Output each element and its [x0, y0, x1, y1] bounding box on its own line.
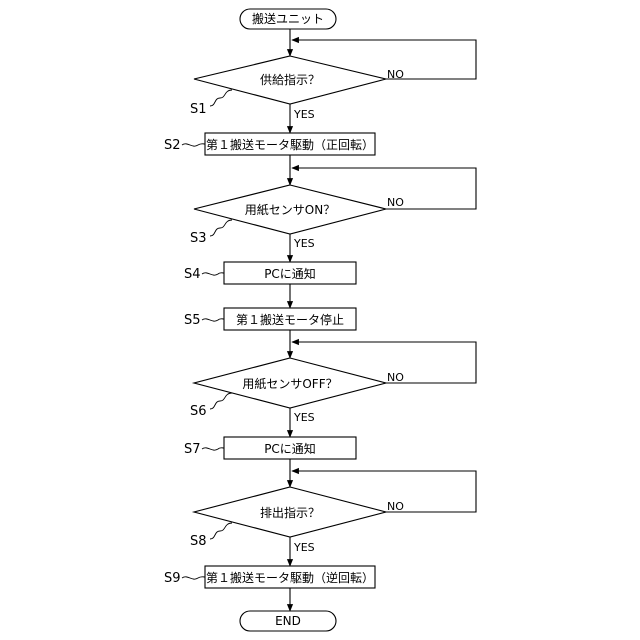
- decision-sensor-on-label: 用紙センサON？: [245, 202, 335, 217]
- step-label-s7: S7: [184, 442, 201, 457]
- step-label-s3: S3: [190, 231, 207, 246]
- step-label-s2: S2: [164, 138, 181, 153]
- no-label: NO: [387, 371, 404, 384]
- leader-s2: [182, 144, 205, 146]
- no-label: NO: [387, 196, 404, 209]
- no-label: NO: [387, 68, 404, 81]
- step-label-s9: S9: [164, 571, 181, 586]
- end-label: END: [275, 614, 301, 628]
- yes-label: YES: [293, 237, 315, 250]
- step-label-s1: S1: [190, 102, 207, 117]
- yes-label: YES: [293, 411, 315, 424]
- process-motor-stop-label: 第１搬送モータ停止: [236, 312, 344, 327]
- start-label: 搬送ユニット: [252, 11, 324, 26]
- yes-label: YES: [293, 108, 315, 121]
- leader-s7: [202, 448, 224, 450]
- decision-eject-instruction-label: 排出指示？: [260, 505, 320, 520]
- no-label: NO: [387, 500, 404, 513]
- process-motor-reverse-label: 第１搬送モータ駆動（逆回転）: [206, 570, 374, 585]
- step-label-s5: S5: [184, 313, 201, 328]
- leader-s9: [182, 577, 205, 579]
- decision-supply-instruction-label: 供給指示？: [260, 72, 320, 87]
- step-label-s8: S8: [190, 534, 207, 549]
- leader-s8: [210, 523, 232, 539]
- leader-s5: [202, 319, 224, 321]
- leader-s6: [210, 393, 232, 409]
- step-label-s6: S6: [190, 404, 207, 419]
- leader-s1: [210, 90, 232, 106]
- process-motor-forward-label: 第１搬送モータ駆動（正回転）: [206, 137, 374, 152]
- decision-sensor-off-label: 用紙センサOFF？: [242, 376, 337, 391]
- leader-s3: [210, 220, 232, 236]
- process-notify-pc-2-label: PCに通知: [264, 442, 316, 456]
- yes-label: YES: [293, 541, 315, 554]
- leader-s4: [202, 273, 224, 275]
- process-notify-pc-1-label: PCに通知: [264, 267, 316, 281]
- step-label-s4: S4: [184, 267, 201, 282]
